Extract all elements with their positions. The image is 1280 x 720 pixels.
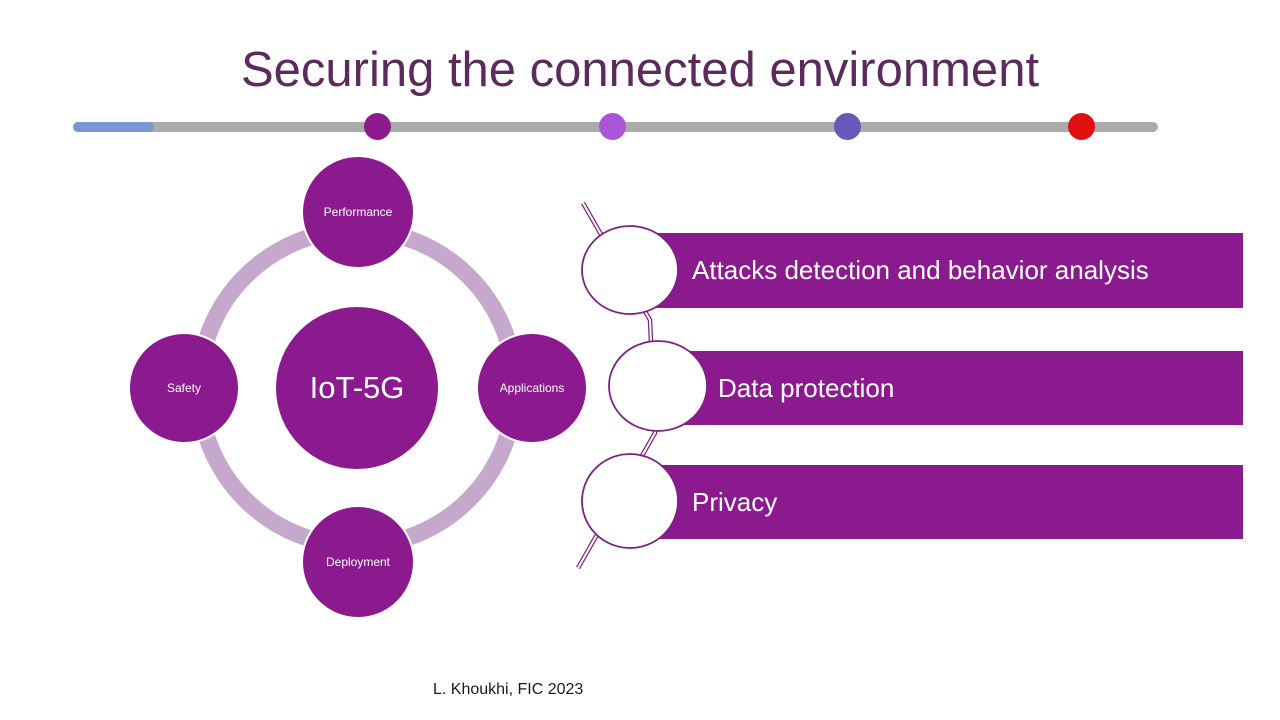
timeline-dot-3 <box>834 113 861 140</box>
satellite-label: Applications <box>499 381 565 395</box>
banner-privacy: Privacy <box>650 465 1243 539</box>
banner-label: Attacks detection and behavior analysis <box>692 255 1149 285</box>
banner-attacks-detection: Attacks detection and behavior analysis <box>645 233 1243 308</box>
banner-label: Data protection <box>718 372 895 403</box>
banner-label: Privacy <box>692 486 778 517</box>
timeline-progress-segment <box>73 122 154 132</box>
bead-thread-core <box>577 202 657 569</box>
timeline-dot-4 <box>1068 113 1095 140</box>
banner-data-protection: Data protection <box>658 351 1243 425</box>
satellite-label: Safety <box>166 381 202 395</box>
slide-title: Securing the connected environment <box>240 43 1040 97</box>
hub-center-label: IoT-5G <box>309 370 405 405</box>
bead-thread-outer <box>576 201 658 570</box>
satellite-safety: Safety <box>128 332 240 444</box>
hub-center-circle: IoT-5G <box>276 307 438 469</box>
satellite-deployment: Deployment <box>301 505 415 619</box>
footer-credit: L. Khoukhi, FIC 2023 <box>433 681 584 698</box>
timeline-dot-2 <box>599 113 626 140</box>
timeline-dot-1 <box>364 113 391 140</box>
satellite-applications: Applications <box>476 332 588 444</box>
satellite-label: Performance <box>323 205 393 219</box>
satellite-label: Deployment <box>325 555 391 569</box>
satellite-performance: Performance <box>301 155 415 269</box>
